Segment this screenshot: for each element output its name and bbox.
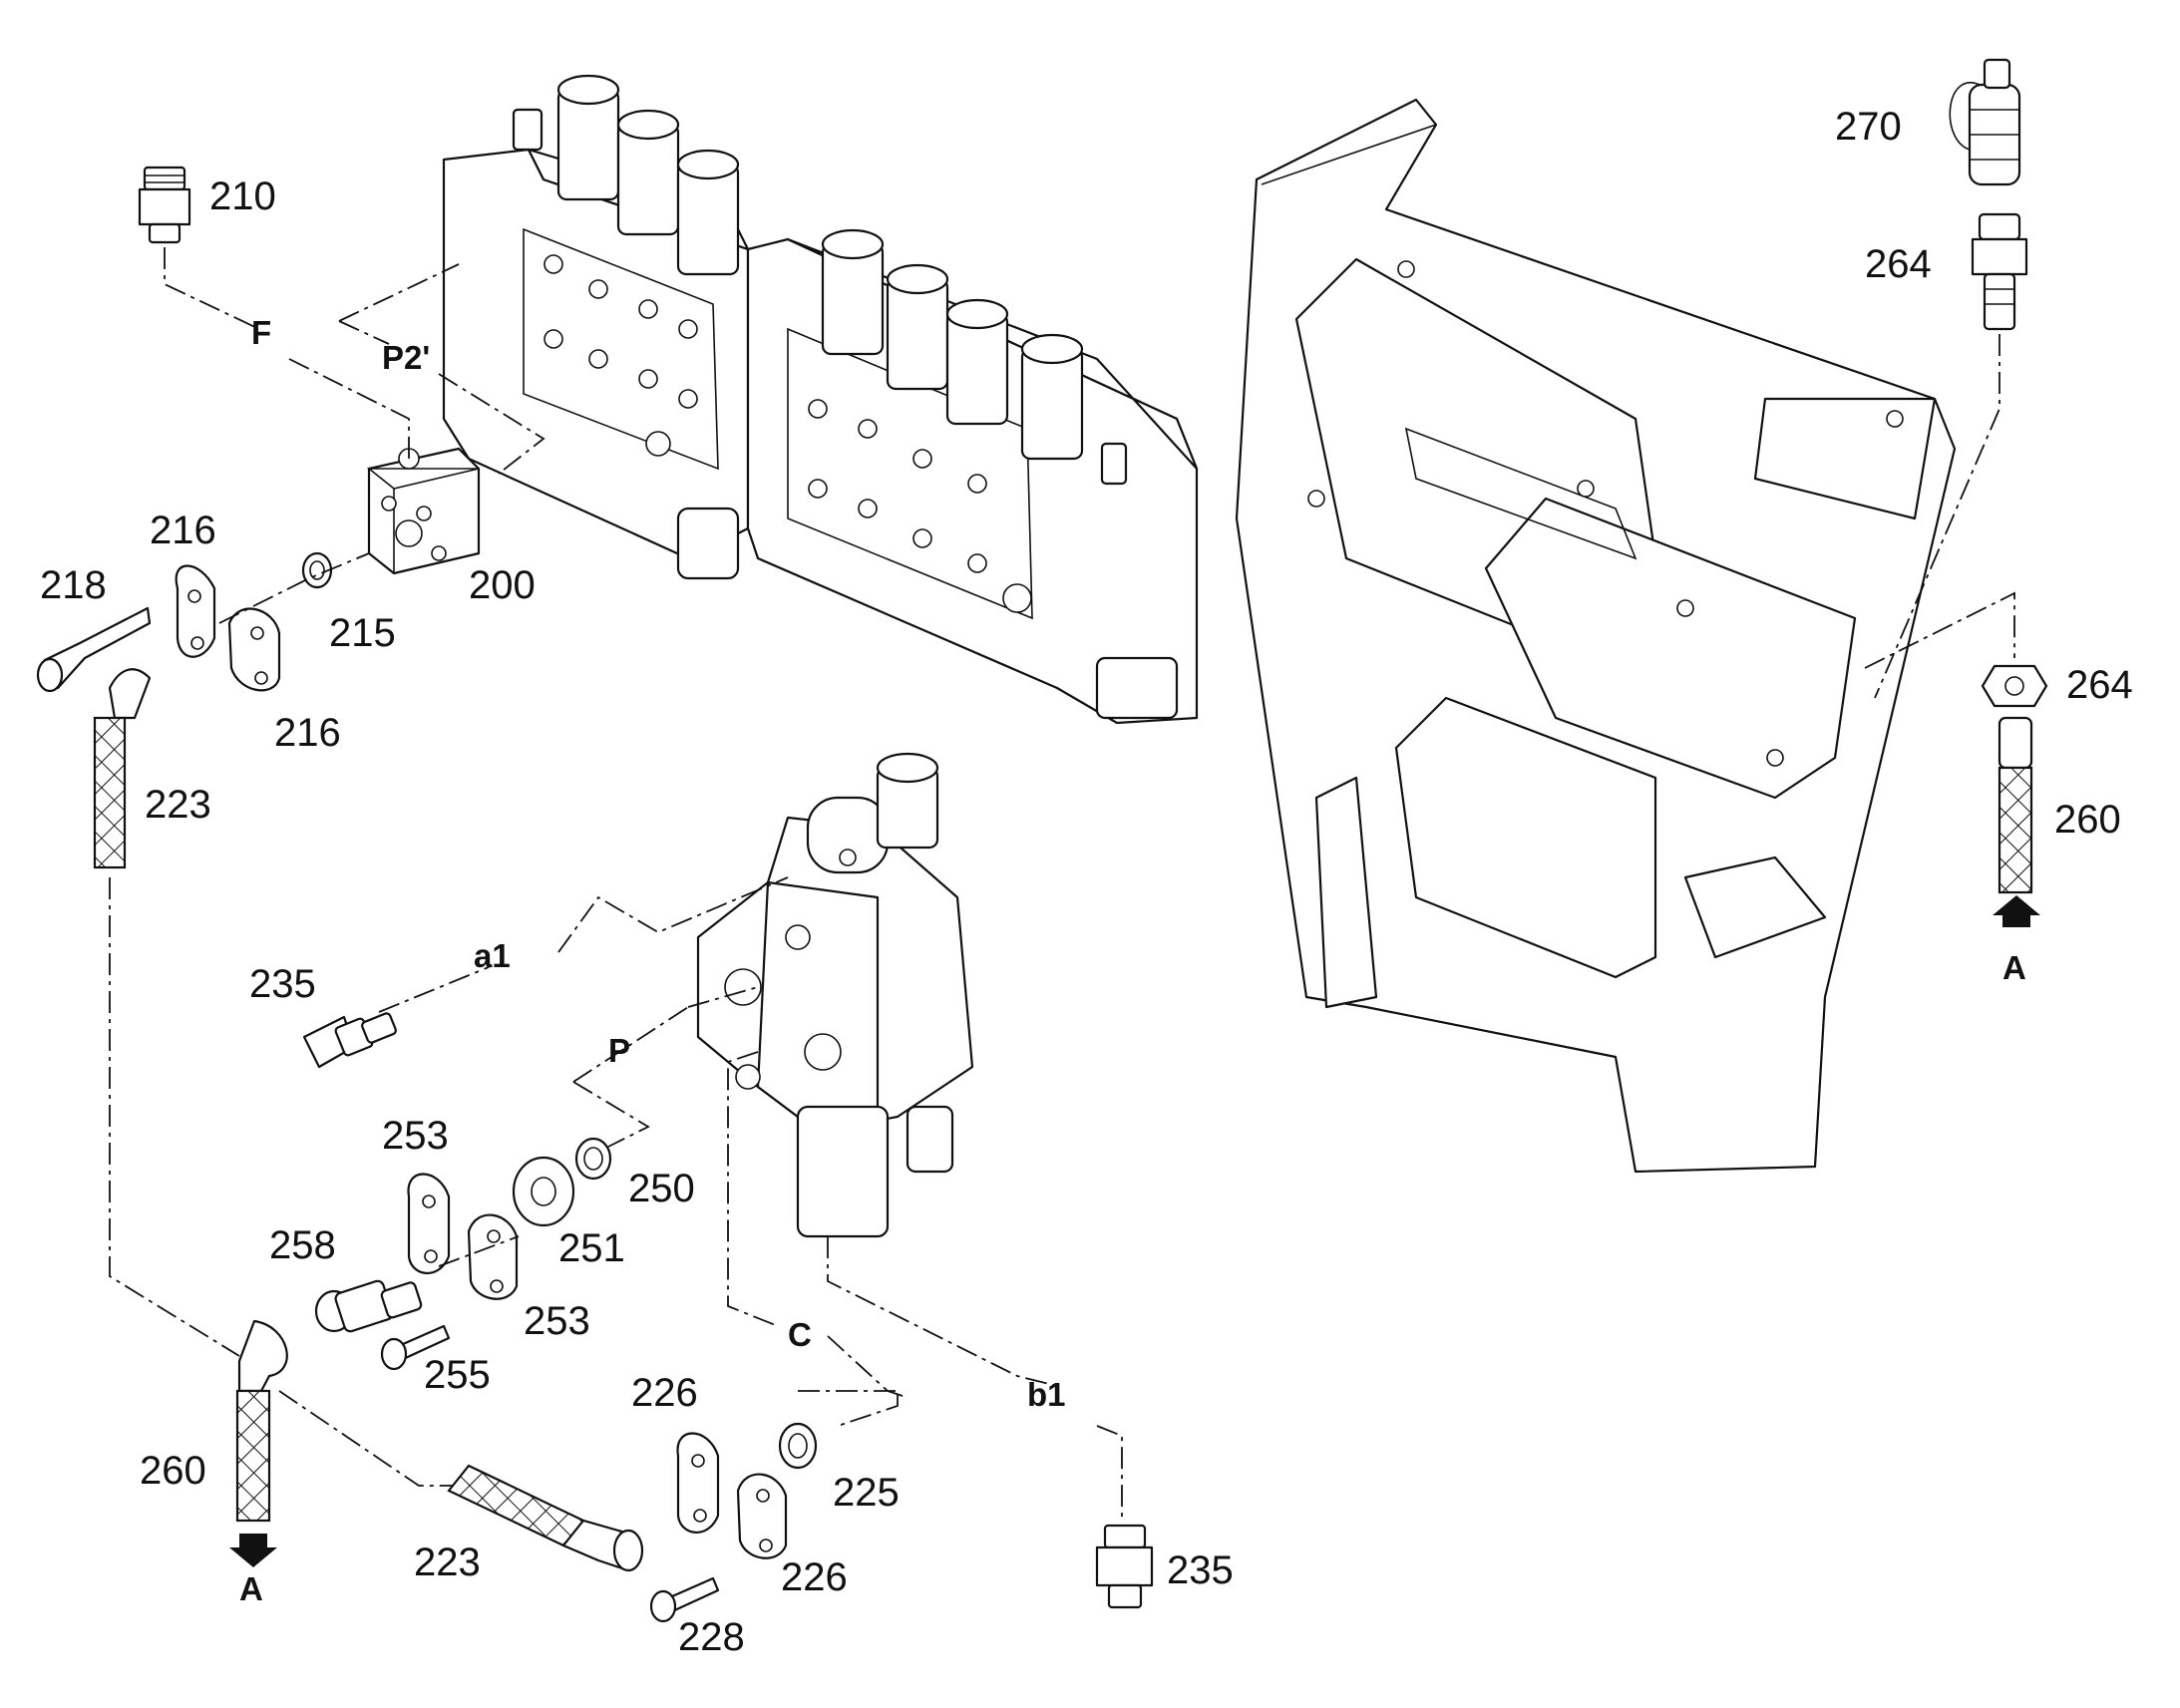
port-label-A-left: A: [239, 1570, 263, 1607]
valve-port-holes: [544, 254, 1032, 613]
label-251: 251: [558, 1226, 625, 1270]
main-control-valve: [442, 74, 1199, 725]
label-223-left: 223: [145, 783, 211, 827]
port-label-a1: a1: [474, 937, 511, 974]
part-260-hose-right: [1998, 716, 2033, 894]
part-258-adapter: [314, 1279, 423, 1333]
part-235-fitting-bottom: [1095, 1524, 1154, 1609]
port-label-P: P: [608, 1032, 630, 1069]
part-223-hose-left: [93, 668, 152, 869]
port-label-C: C: [788, 1316, 812, 1353]
part-216-flange-half-upper: [175, 564, 216, 658]
part-216-flange-half-lower: [227, 607, 281, 692]
part-200-manifold-block: [366, 447, 481, 575]
part-264-adapter-top: [1971, 212, 2028, 331]
label-218: 218: [40, 563, 107, 607]
label-260-left: 260: [140, 1449, 206, 1493]
part-225-o-ring: [778, 1422, 818, 1470]
solenoid-coils-right: [821, 228, 1128, 486]
port-label-A-right: A: [2002, 949, 2026, 986]
part-251-spacer: [512, 1156, 575, 1227]
mounting-frame: [1235, 98, 1957, 1174]
label-216-lower: 216: [274, 711, 341, 755]
part-253-flange-half-upper: [407, 1173, 451, 1274]
part-215-o-ring: [301, 551, 333, 589]
auxiliary-valve: [696, 752, 974, 1238]
label-225: 225: [833, 1471, 900, 1515]
port-label-F: F: [251, 314, 271, 351]
part-218-bolt: [36, 606, 152, 693]
label-253-lower: 253: [524, 1299, 590, 1343]
port-label-b1: b1: [1027, 1376, 1066, 1413]
label-226-lower: 226: [781, 1555, 848, 1599]
label-264-right: 264: [2066, 663, 2133, 707]
part-210-fitting: [138, 166, 191, 244]
arrow-up-icon: [1993, 895, 2040, 927]
port-labels: F P2' a1 P C b1 A A: [239, 314, 2026, 1607]
label-235-left: 235: [249, 962, 316, 1006]
port-label-P2: P2': [382, 339, 430, 376]
label-210: 210: [209, 174, 276, 218]
label-253-upper: 253: [382, 1114, 449, 1158]
leader-lines: [109, 247, 2015, 1521]
label-260-right: 260: [2054, 798, 2121, 842]
arrow-down-icon: [229, 1534, 277, 1567]
solenoid-coils-left: [512, 74, 740, 276]
label-264-top: 264: [1865, 242, 1932, 286]
label-215: 215: [329, 611, 396, 655]
part-223-hose-bottom: [447, 1464, 644, 1572]
part-250-o-ring: [574, 1137, 612, 1181]
part-264-nut-right: [1981, 664, 2048, 708]
label-255: 255: [424, 1353, 491, 1397]
label-226-upper: 226: [631, 1371, 698, 1415]
label-258: 258: [269, 1223, 336, 1267]
label-223-bottom: 223: [414, 1540, 481, 1584]
label-228: 228: [678, 1615, 745, 1659]
label-200: 200: [469, 563, 536, 607]
part-235-fitting-left: [302, 1012, 397, 1069]
part-253-flange-half-lower: [467, 1213, 519, 1300]
label-270: 270: [1835, 105, 1902, 149]
part-260-hose-left: [235, 1319, 288, 1523]
part-228-bolt: [649, 1576, 720, 1623]
part-270-dust-cap: [1949, 58, 2021, 186]
label-235-bottom: 235: [1167, 1548, 1234, 1592]
part-226-flange-half-lower: [736, 1473, 788, 1559]
part-255-bolt: [380, 1324, 451, 1371]
label-216-upper: 216: [150, 509, 216, 552]
part-number-labels: 210 216 218 215 200 216 223 235 253 250 …: [40, 105, 2133, 1659]
label-250: 250: [628, 1167, 695, 1210]
part-226-flange-half-upper: [676, 1432, 720, 1534]
